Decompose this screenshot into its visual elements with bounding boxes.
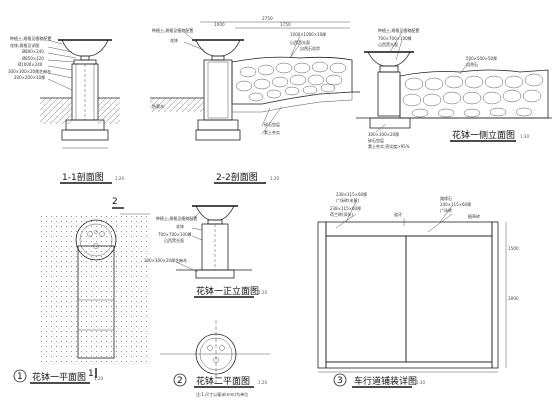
- view-scale: 1:20: [258, 380, 267, 385]
- annotation: 碎石垫层: [368, 137, 384, 143]
- dimension: 1500: [508, 246, 519, 251]
- soil-right: [98, 98, 120, 124]
- section-marker: 2: [112, 197, 118, 207]
- view-number-circle: [333, 373, 347, 387]
- drawing-note: 注:1.尺寸以毫米(mm)为单位: [196, 391, 248, 397]
- stones: [235, 61, 347, 102]
- border-top: [325, 221, 493, 237]
- annotation: 自然石驳岸: [300, 45, 320, 51]
- annotation: 花钵,规格见详图: [10, 42, 39, 48]
- annotation: 1000×1000×10厚: [290, 32, 326, 37]
- plan-1-view: 2 1 1 花钵一平面图 1:20: [13, 197, 150, 384]
- annotation: 山西黑光面: [164, 237, 184, 243]
- view-scale: 1:30: [416, 380, 425, 385]
- annotation: 500×500×50厚: [466, 56, 497, 61]
- pier-plan: [77, 245, 115, 359]
- annotation: 防腐木: [152, 103, 164, 109]
- annotation: 238×115×60厚: [336, 192, 367, 197]
- dimension: 3000: [508, 296, 519, 301]
- view-title: 花钵一平面图: [32, 371, 86, 383]
- footing-base: [61, 129, 109, 141]
- planting-area: [40, 214, 150, 364]
- view-title: 花钵一正立面图: [196, 285, 259, 297]
- stone-retaining-wall: [231, 56, 353, 105]
- view-title: 1-1剖面图: [62, 171, 104, 183]
- footing: [197, 119, 239, 131]
- view-number: 3: [337, 376, 343, 386]
- paving-detail-view: 3000 1500 238×115×60厚 广场砖(米黄) 238×115×60…: [317, 192, 519, 388]
- annotation: 种植土,规格见植物配置: [152, 27, 193, 33]
- annotation: 种植土,规格见植物配置: [156, 215, 197, 221]
- annotation: 种植土,规格见植物配置: [10, 35, 51, 41]
- annotation: 植草砖: [468, 213, 480, 219]
- view-number-circle: [13, 369, 27, 383]
- annotation: 240×115×60厚: [440, 202, 471, 207]
- view-number-circle: [173, 373, 187, 387]
- stones: [402, 73, 544, 118]
- annotation: 自然石: [466, 61, 478, 67]
- pier-elevation: [377, 71, 401, 117]
- front-elevation-view: 种植土,规格见植物配置 花钵 700×700×100厚 山西黑光面 300×30…: [144, 205, 267, 298]
- bowl-outline: [195, 39, 241, 57]
- dimension: 1000: [214, 22, 225, 27]
- annotation: 300×300×20厚芝麻灰: [144, 257, 187, 263]
- view-number: 1: [17, 372, 23, 382]
- annotation: 238×115×60厚: [330, 206, 361, 211]
- annotation: 素土夯实: [264, 129, 280, 135]
- annotation: 700×700×100厚: [378, 36, 412, 41]
- bowl-neck: [80, 55, 90, 61]
- section-marker: 1: [88, 369, 94, 379]
- border-bottom: [325, 361, 493, 369]
- annotation: 荷兰砖(深灰): [330, 211, 354, 217]
- annotation: 碎石垫层: [264, 121, 280, 127]
- view-title: 车行道铺装详图: [354, 375, 417, 387]
- annotation: Ø800×240: [22, 49, 44, 54]
- annotation: 700×700×100厚: [158, 232, 192, 237]
- view-number: 2: [177, 376, 183, 386]
- pier-cap: [73, 59, 97, 65]
- annotation: 广场砖: [440, 207, 452, 213]
- herringbone-paving-field: [405, 235, 493, 363]
- annotation: Ø850×120: [22, 56, 44, 61]
- bowl-outline: [367, 51, 411, 67]
- view-title: 花钵二平面图: [196, 375, 250, 387]
- annotation: 路缘石: [440, 195, 452, 201]
- annotation: 300×300×20厚: [368, 132, 399, 137]
- bowl-plan: [195, 333, 237, 375]
- view-scale: 1:20: [258, 290, 267, 295]
- annotation: 素土夯实,密实度>95%: [368, 143, 410, 149]
- stone-wall-elevation: [399, 69, 549, 119]
- section-2-view: 2750 1750 1000 种植土,规: [150, 16, 360, 184]
- dimension: 1750: [280, 22, 291, 27]
- annotation: Ø1000×240: [18, 62, 43, 67]
- annotation: 广场砖(米黄): [336, 197, 360, 203]
- bowl-outline: [61, 39, 109, 57]
- brick-paving-field: [325, 235, 407, 363]
- side-elevation-view: 种植土,规格见植物配置 700×700×100厚 山西黑光面 500×500×5…: [356, 27, 552, 149]
- annotation: 花钵: [176, 223, 184, 229]
- annotation: 山西黑光面: [290, 39, 310, 45]
- annotation: 山西黑光面: [378, 41, 398, 47]
- annotation: 道牙: [394, 211, 402, 217]
- bowl-outline: [195, 205, 235, 221]
- bowl-plan: [75, 219, 117, 261]
- plan-2-view: 2 花钵二平面图 1:20 注:1.尺寸以毫米(mm)为单位: [160, 320, 270, 397]
- view-title: 2-2剖面图: [216, 171, 258, 183]
- annotation: 种植土,规格见植物配置: [378, 27, 419, 33]
- view-scale: 1:30: [520, 134, 529, 139]
- curb-left: [317, 221, 327, 369]
- view-scale: 1:20: [270, 176, 279, 181]
- view-scale: 1:20: [115, 176, 124, 181]
- curb-right: [491, 221, 499, 369]
- view-scale: 1:20: [94, 376, 103, 381]
- section-1-view: 种植土,规格见植物配置 花钵,规格见详图 Ø800×240 Ø850×120 Ø…: [8, 35, 124, 184]
- view-title: 花钵一侧立面图: [452, 129, 515, 141]
- annotation: 花钵: [170, 37, 178, 43]
- annotation: 200×200×10厚: [14, 75, 45, 80]
- annotation: 300×300×20厚芝麻灰: [8, 68, 51, 74]
- dimension: 2750: [262, 16, 273, 21]
